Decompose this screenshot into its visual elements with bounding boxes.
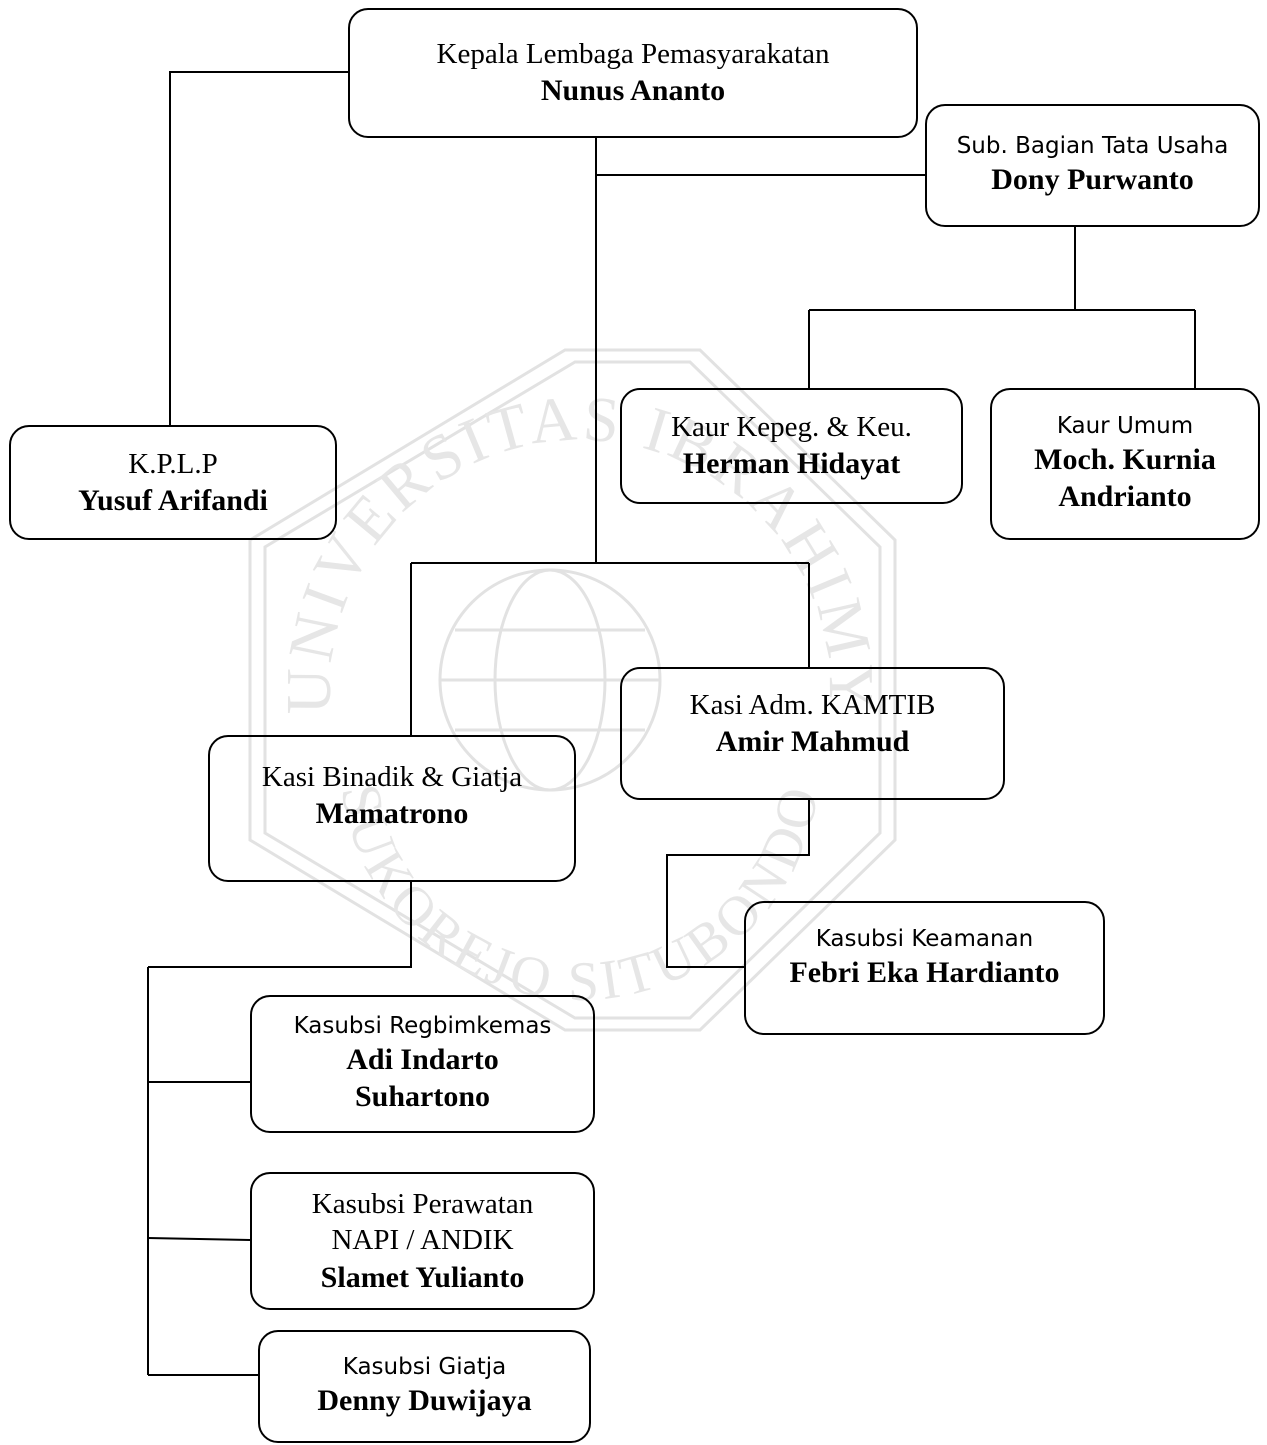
tata-usaha-title: Sub. Bagian Tata Usaha xyxy=(956,133,1229,160)
line-binadik-subs xyxy=(148,882,412,968)
line-kalapas-kplp xyxy=(169,71,348,425)
line-to-perawatan xyxy=(147,1237,251,1241)
kplp-name: Yusuf Arifandi xyxy=(78,483,268,517)
box-kasubsi-giatja: Kasubsi Giatja Denny Duwijaya xyxy=(258,1330,591,1443)
kepeg-name: Herman Hidayat xyxy=(682,447,901,481)
kamtib-title: Kasi Adm. KAMTIB xyxy=(689,689,936,721)
giatja-name: Denny Duwijaya xyxy=(317,1384,532,1418)
umum-title: Kaur Umum xyxy=(1056,413,1194,440)
perawatan-name: Slamet Yulianto xyxy=(320,1260,525,1294)
umum-name-line1: Moch. Kurnia xyxy=(1034,442,1216,476)
box-kasi-kamtib: Kasi Adm. KAMTIB Amir Mahmud xyxy=(620,667,1005,800)
binadik-name: Mamatrono xyxy=(315,797,469,831)
regbim-title: Kasubsi Regbimkemas xyxy=(293,1013,552,1040)
regbim-name-line1: Adi Indarto xyxy=(346,1042,499,1076)
box-kasubsi-keamanan: Kasubsi Keamanan Febri Eka Hardianto xyxy=(744,901,1105,1035)
perawatan-title-line2: NAPI / ANDIK xyxy=(331,1224,514,1257)
umum-name-line2: Andrianto xyxy=(1058,480,1192,514)
watermark-octagon xyxy=(248,348,897,1032)
kplp-title: K.P.L.P xyxy=(128,447,218,480)
box-kaur-umum: Kaur Umum Moch. Kurnia Andrianto xyxy=(990,388,1260,540)
box-kalapas: Kepala Lembaga Pemasyarakatan Nunus Anan… xyxy=(348,8,918,138)
keamanan-name: Febri Eka Hardianto xyxy=(789,955,1060,989)
box-kasubsi-regbim: Kasubsi Regbimkemas Adi Indarto Suharton… xyxy=(250,995,595,1133)
kepeg-title: Kaur Kepeg. & Keu. xyxy=(671,411,912,444)
binadik-title: Kasi Binadik & Giatja xyxy=(261,761,523,793)
perawatan-title-line1: Kasubsi Perawatan xyxy=(311,1188,534,1220)
box-kasi-binadik: Kasi Binadik & Giatja Mamatrono xyxy=(208,735,576,882)
tata-usaha-name: Dony Purwanto xyxy=(991,163,1194,197)
box-tata-usaha: Sub. Bagian Tata Usaha Dony Purwanto xyxy=(925,104,1260,227)
keamanan-title: Kasubsi Keamanan xyxy=(815,926,1034,952)
giatja-title: Kasubsi Giatja xyxy=(342,1354,507,1381)
kamtib-name: Amir Mahmud xyxy=(715,725,910,759)
kalapas-name: Nunus Ananto xyxy=(540,74,726,108)
regbim-name-line2: Suhartono xyxy=(354,1080,491,1114)
box-kplp: K.P.L.P Yusuf Arifandi xyxy=(9,425,337,540)
kalapas-title: Kepala Lembaga Pemasyarakatan xyxy=(436,38,830,71)
line-kamtib-keamanan xyxy=(666,800,810,968)
box-kaur-kepeg: Kaur Kepeg. & Keu. Herman Hidayat xyxy=(620,388,963,504)
box-kasubsi-perawatan: Kasubsi Perawatan NAPI / ANDIK Slamet Yu… xyxy=(250,1172,595,1310)
